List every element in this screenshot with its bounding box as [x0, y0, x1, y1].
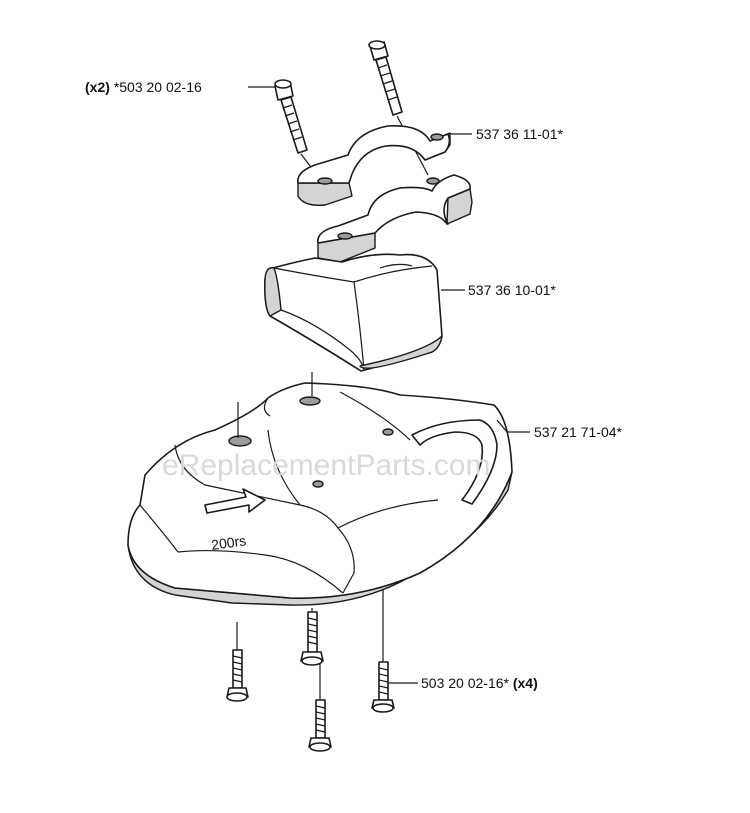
rotation-arrow-icon — [204, 488, 266, 514]
leader-guard — [496, 419, 530, 433]
label-clamp-upper: 537 36 11-01* — [476, 126, 563, 142]
bottom-screw-4 — [371, 590, 395, 713]
label-guard: 537 21 71-04* — [534, 424, 623, 440]
label-screw-top-qty: (x2) — [85, 79, 110, 95]
top-screw-right — [368, 40, 403, 116]
lower-clamp — [317, 174, 473, 263]
clamp-housing — [264, 253, 443, 372]
label-screw-bottom-part: 503 20 02-16* — [421, 675, 510, 691]
top-screw-left — [274, 79, 308, 154]
label-screw-top: (x2) *503 20 02-16 — [85, 79, 202, 95]
guard-model-text: 200rs — [210, 532, 247, 553]
bottom-screw-3 — [308, 664, 332, 752]
label-screw-top-part: *503 20 02-16 — [114, 79, 202, 95]
upper-clamp — [297, 124, 451, 206]
label-screw-bottom-qty: (x4) — [513, 675, 538, 691]
bottom-screw-1 — [226, 622, 249, 702]
bottom-screw-2 — [300, 608, 324, 666]
trimmer-guard — [127, 382, 513, 606]
watermark-text: eReplacementParts.com — [162, 449, 490, 482]
label-screw-bottom: 503 20 02-16* (x4) — [421, 675, 538, 691]
label-clamp-lower: 537 36 10-01* — [468, 282, 557, 298]
